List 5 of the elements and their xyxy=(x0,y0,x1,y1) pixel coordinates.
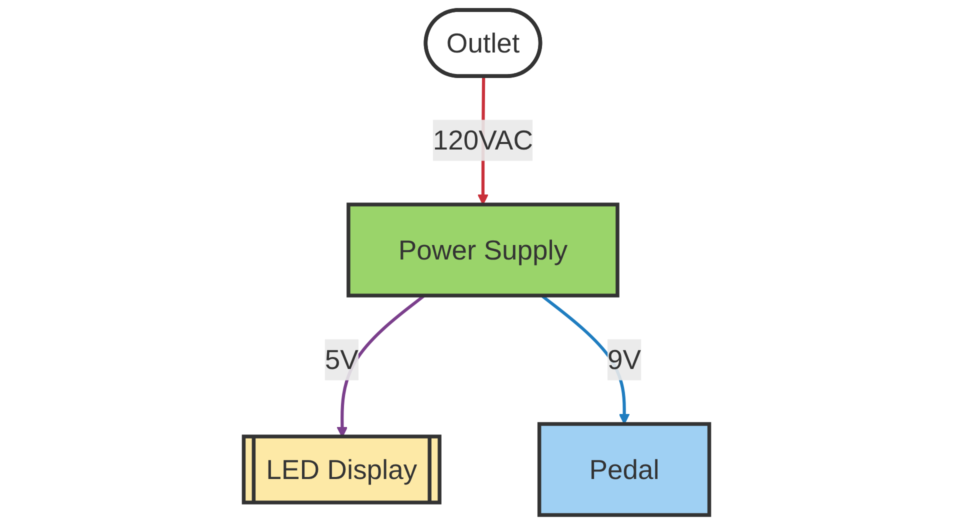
node-box: Pedal xyxy=(537,422,712,517)
edge-label: 5V xyxy=(324,344,358,376)
edge-label: 9V xyxy=(608,344,642,376)
edge-label: 120VAC xyxy=(432,124,534,156)
node-box: Power Supply xyxy=(346,202,620,298)
